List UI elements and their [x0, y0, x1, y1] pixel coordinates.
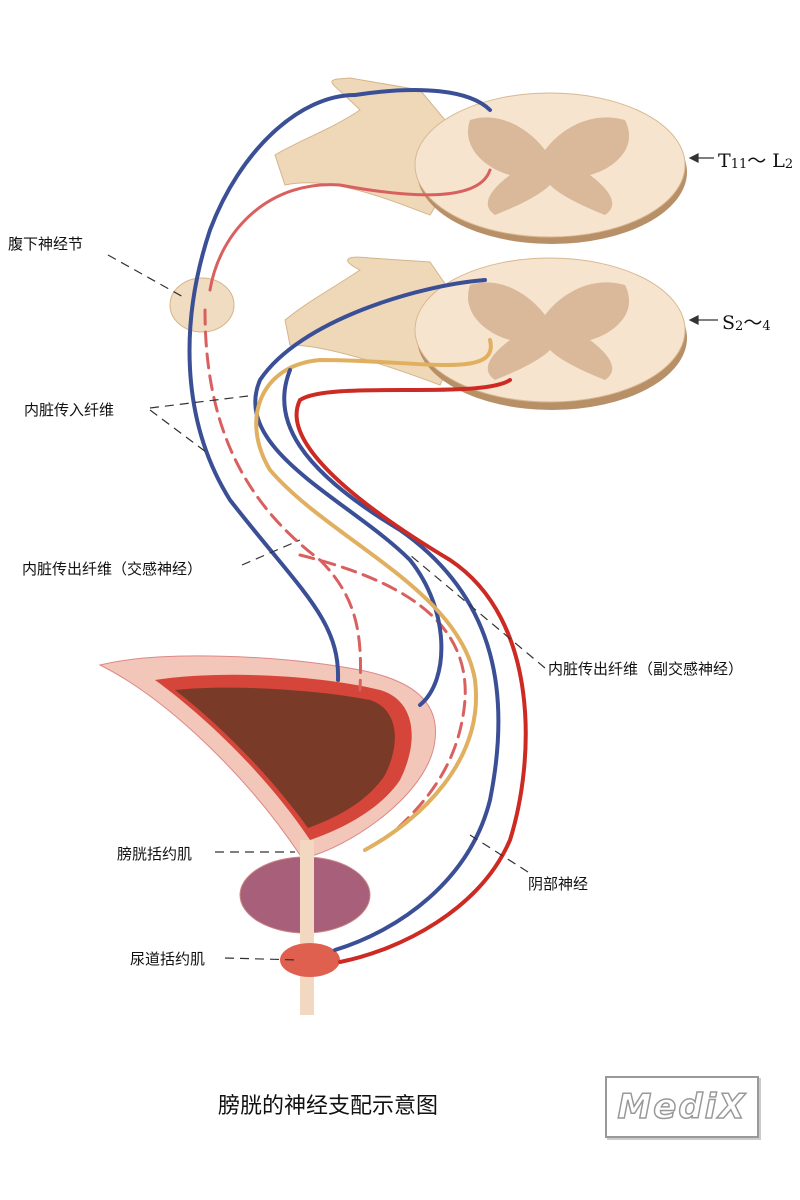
leader-lines [107, 254, 546, 961]
pudendal-blue [282, 368, 501, 952]
pudendal-red [294, 378, 528, 964]
label-pudendal-nerve: 阴部神经 [528, 875, 589, 893]
afferent-fiber-upper [187, 93, 357, 682]
figure-title: 膀胱的神经支配示意图 [218, 1094, 439, 1119]
spinal-cord-lower [284, 256, 687, 410]
segment-label-lower: S2～4 [722, 312, 771, 334]
bladder [98, 655, 437, 856]
label-visceral-afferent: 内脏传入纤维 [24, 401, 115, 419]
sympathetic-postganglionic [203, 308, 363, 692]
afferent-fiber-root-upper [353, 88, 492, 112]
label-hypogastric-ganglion: 腹下神经节 [8, 235, 84, 253]
urethral-sphincter [280, 943, 340, 977]
arrows [688, 153, 718, 325]
label-visceral-efferent-parasympathetic: 内脏传出纤维（副交感神经） [548, 660, 744, 678]
spinal-cord-upper [274, 77, 687, 244]
label-urethral-sphincter: 尿道括约肌 [130, 950, 206, 968]
label-bladder-sphincter: 膀胱括约肌 [117, 845, 193, 863]
medix-logo: MediX [605, 1076, 759, 1138]
segment-label-upper: T11～ L2 [718, 150, 794, 172]
parasympathetic-fiber [254, 338, 493, 852]
sympathetic-branch [298, 553, 467, 837]
urethra [300, 840, 314, 1015]
label-visceral-efferent-sympathetic: 内脏传出纤维（交感神经） [22, 560, 203, 578]
sympathetic-preganglionic [208, 168, 492, 292]
afferent-fiber-lower [253, 278, 487, 707]
hypogastric-ganglion [169, 277, 235, 333]
